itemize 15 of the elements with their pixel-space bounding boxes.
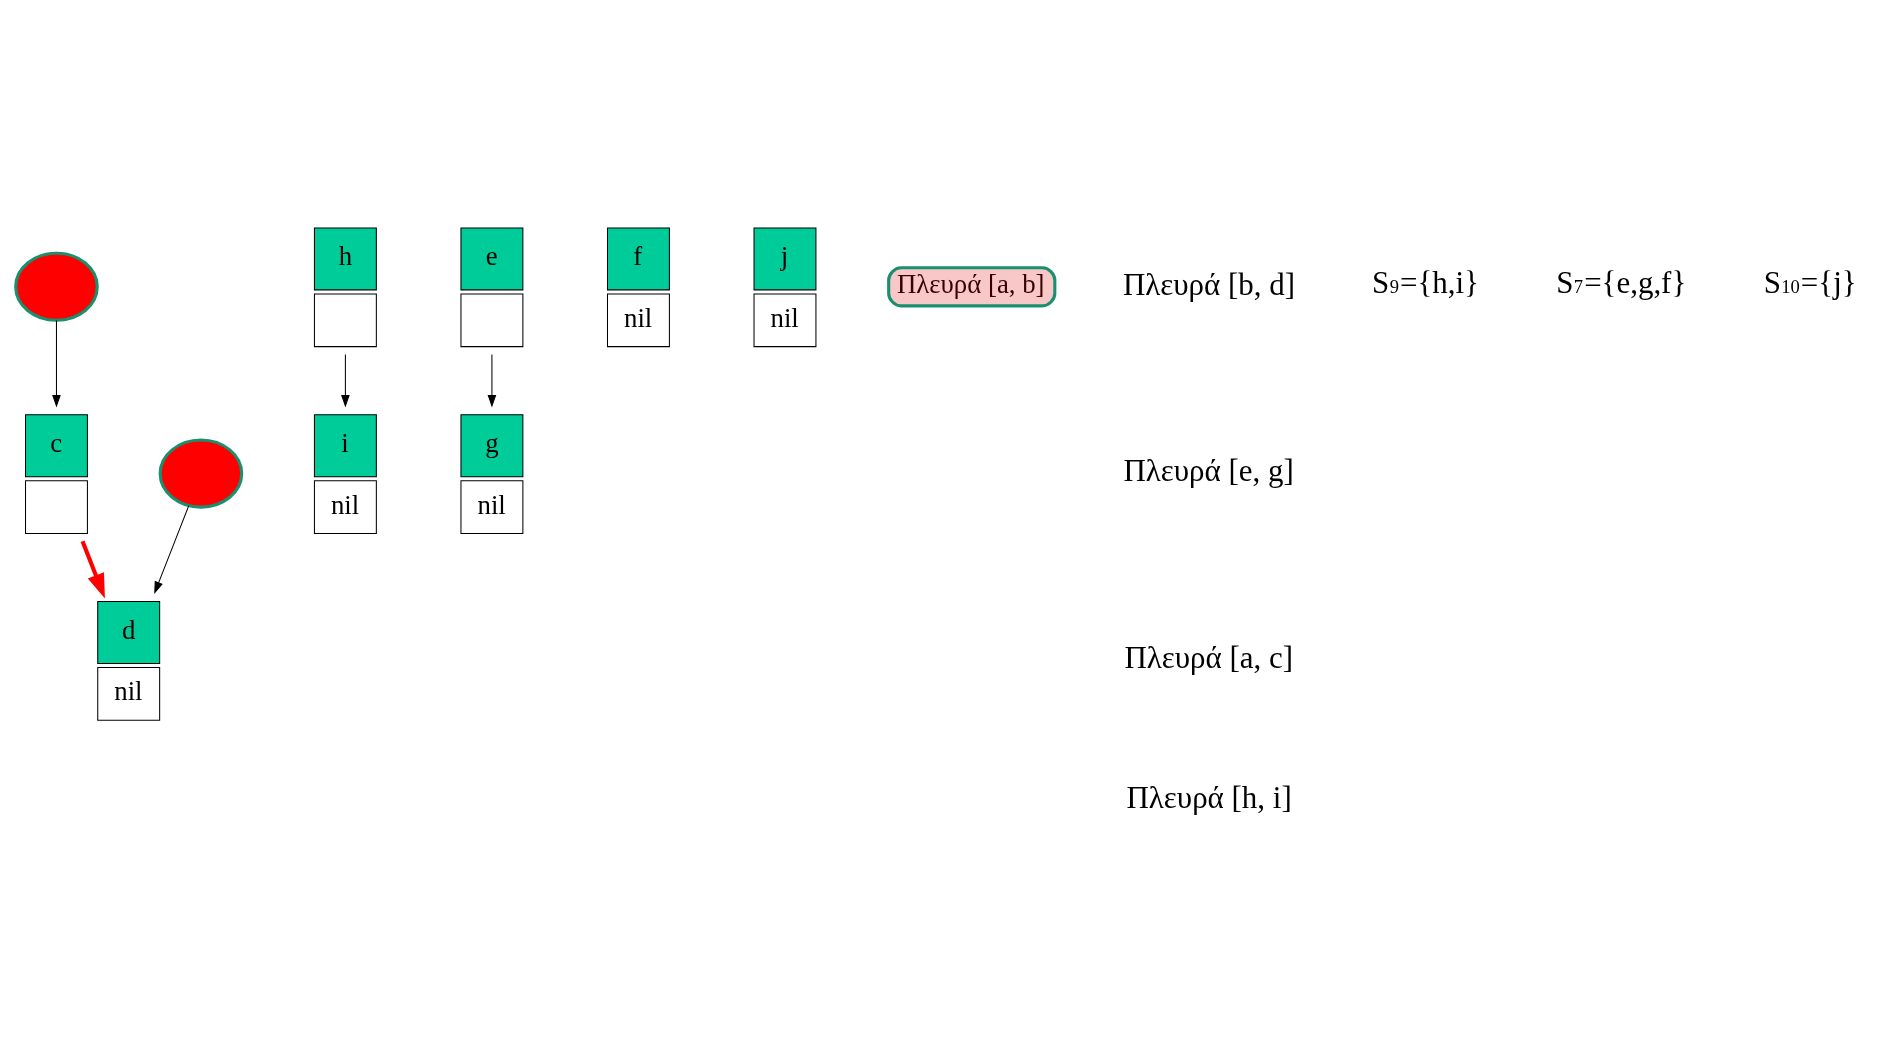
label: Πλευρά [h, i] (1126, 779, 1292, 815)
node-circle (13, 251, 99, 322)
arrow (153, 504, 189, 594)
arrow (487, 353, 496, 407)
label: Πλευρά [a, c] (1123, 639, 1293, 675)
node-box: Πλευρά [a, b] (886, 265, 1056, 307)
arrow (340, 353, 350, 407)
arrow (80, 540, 105, 599)
node-circle (158, 437, 243, 509)
label: Πλευρά [e, g] (1122, 452, 1294, 488)
label: S10={j} (1763, 264, 1857, 300)
label: S9={h,i} (1371, 264, 1479, 300)
label: S7={e,g,f} (1555, 264, 1686, 300)
arrow (51, 319, 61, 407)
label: Πλευρά [b, d] (1122, 266, 1295, 302)
